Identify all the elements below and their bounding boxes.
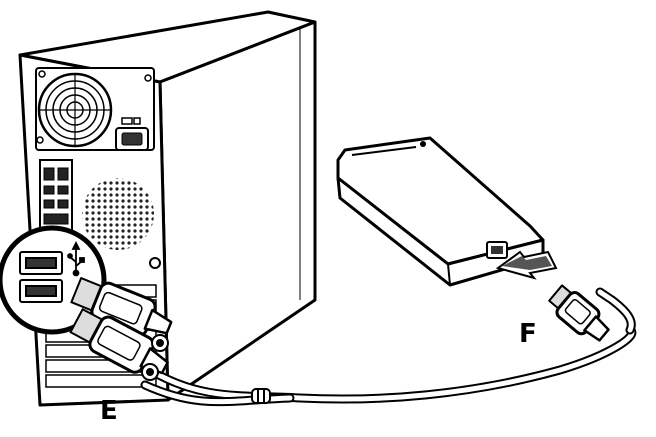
ventilation-grille (82, 178, 154, 250)
hp-logo-icon (420, 141, 426, 147)
usb-port-zoom (0, 225, 107, 335)
screw (144, 74, 152, 82)
usb-a-plug-lower (69, 308, 169, 375)
plug-strain-reliefs (141, 334, 169, 381)
cable-ferrite (251, 388, 271, 404)
screw (36, 136, 44, 144)
thumb-screw (149, 257, 161, 269)
fan-grille (37, 72, 113, 148)
callout-f: F (519, 319, 537, 349)
callout-e: E (100, 396, 118, 426)
usb-icon (67, 240, 85, 277)
screw (38, 70, 46, 78)
usb-b-plug (548, 284, 610, 342)
power-socket (115, 117, 149, 151)
usb-cable (140, 287, 637, 407)
insertion-arrow (495, 250, 558, 280)
